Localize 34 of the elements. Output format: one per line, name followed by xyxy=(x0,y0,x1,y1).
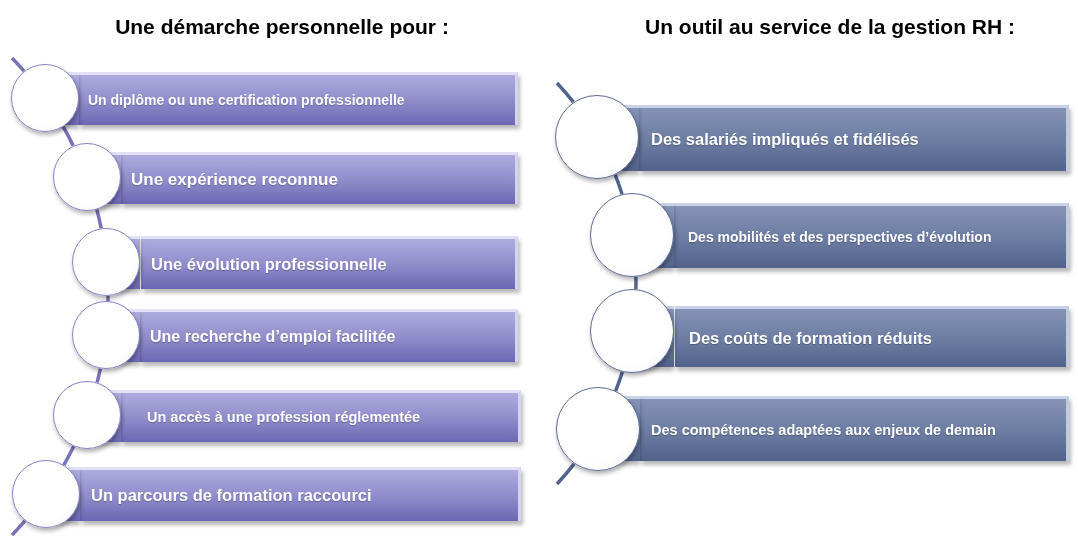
item-label: Une recherche d’emploi facilitée xyxy=(150,327,396,347)
connector-curve xyxy=(62,445,76,467)
item-label: Des salariés impliqués et fidélisés xyxy=(651,130,919,149)
list-bar xyxy=(675,306,1069,367)
item-label: Une expérience reconnue xyxy=(131,169,338,190)
connector-curve xyxy=(555,462,576,486)
connector-curve xyxy=(106,296,110,302)
list-bar xyxy=(80,467,521,521)
connector-curve xyxy=(95,208,103,229)
item-label: Des mobilités et des perspectives d’évolution xyxy=(688,228,992,246)
list-bar xyxy=(140,309,518,362)
column-heading: Une démarche personnelle pour : xyxy=(115,14,449,40)
connector-curve xyxy=(10,56,26,73)
list-bar xyxy=(121,152,518,204)
item-label: Un accès à une profession réglementée xyxy=(147,409,421,426)
list-bar xyxy=(674,203,1069,268)
list-bar xyxy=(121,390,521,442)
item-label: Une évolution professionnelle xyxy=(151,254,387,274)
connector-curve xyxy=(613,371,625,392)
item-label: Un diplôme ou une certification professionnelle xyxy=(88,91,405,109)
connector-curve xyxy=(95,368,103,383)
list-bar xyxy=(640,396,1069,461)
connector-curve xyxy=(61,125,75,147)
connector-curve xyxy=(555,81,575,104)
list-bar xyxy=(639,105,1069,171)
list-bar xyxy=(79,72,518,125)
list-bar xyxy=(141,236,518,289)
connector-curve xyxy=(10,519,27,537)
item-label: Des coûts de formation réduits xyxy=(689,328,932,348)
connector-curve xyxy=(613,174,624,195)
item-label: Des compétences adaptées aux enjeux de demain xyxy=(651,421,996,439)
item-label: Un parcours de formation raccourci xyxy=(91,486,372,505)
column-heading: Un outil au service de la gestion RH : xyxy=(645,14,1015,40)
connector-curve xyxy=(634,276,638,290)
